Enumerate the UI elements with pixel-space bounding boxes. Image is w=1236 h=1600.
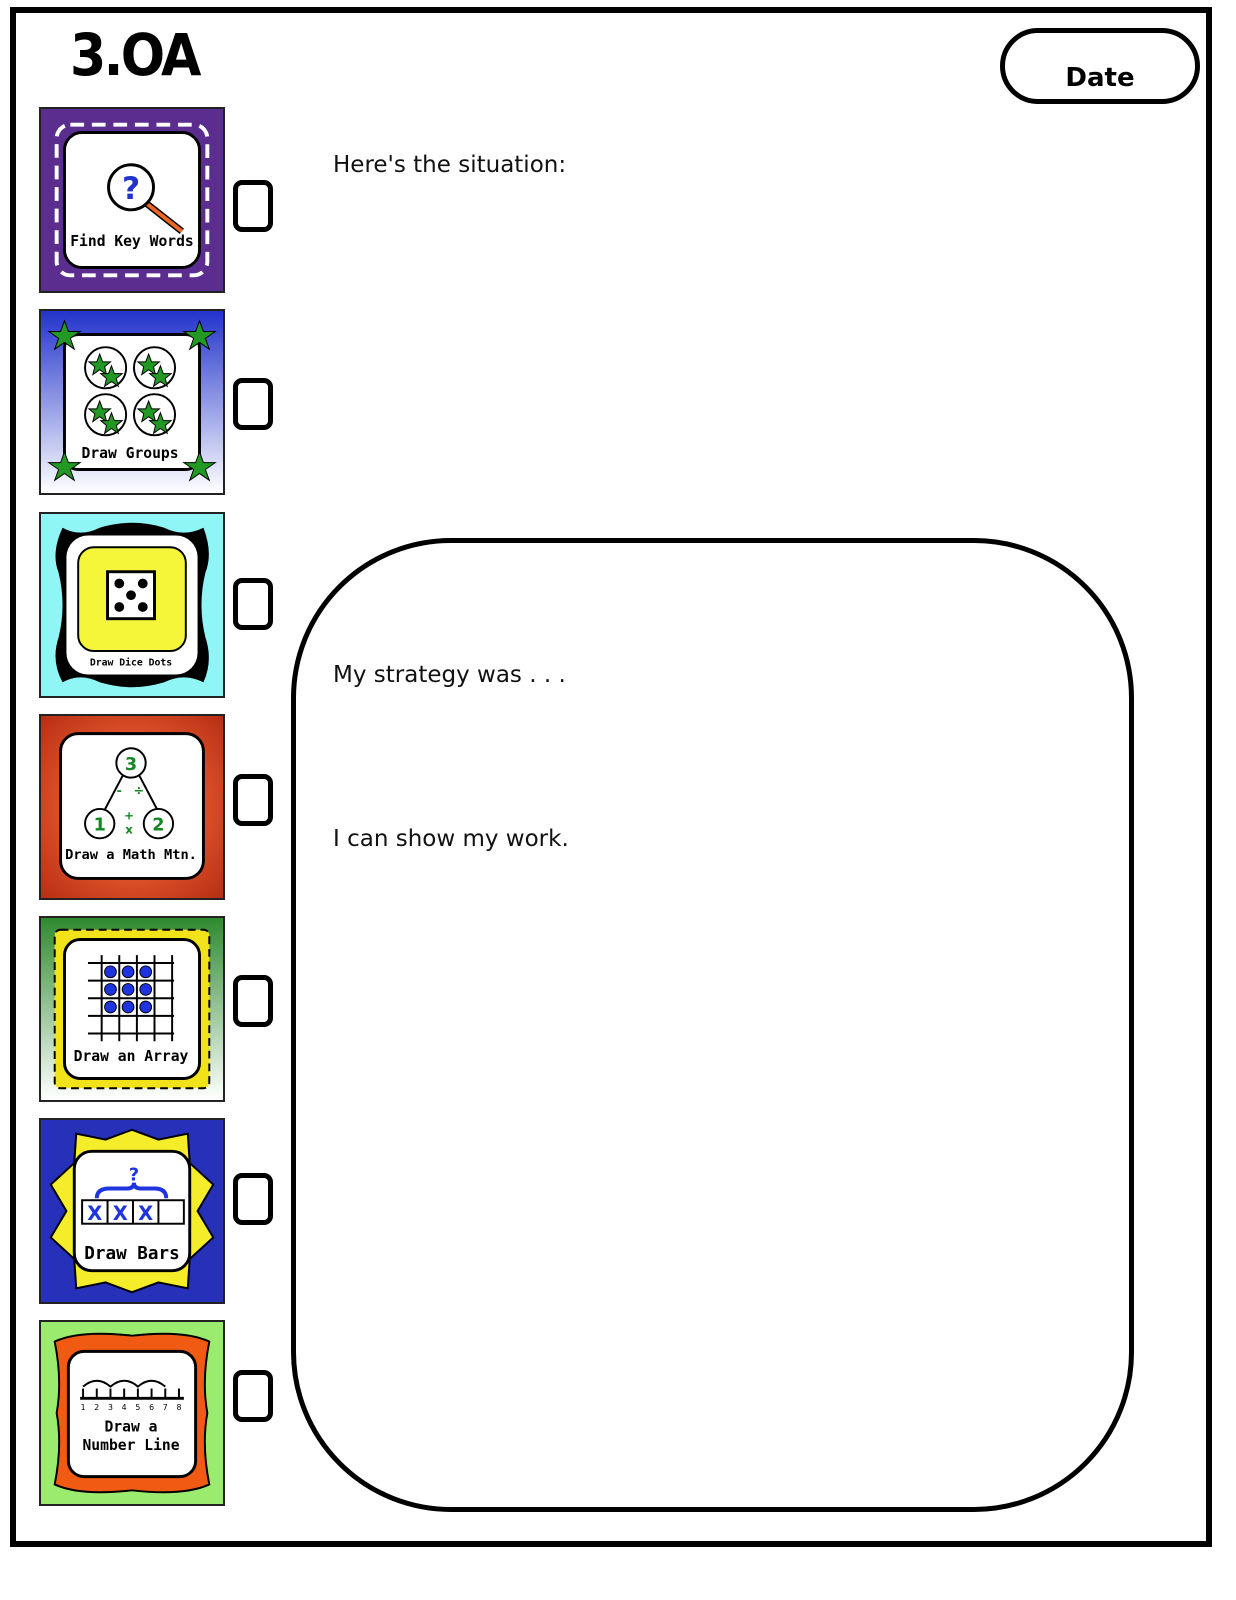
- checkbox-draw-math-mountain[interactable]: [233, 774, 273, 826]
- math-mountain-icon: 3 1 2 - ÷ + x: [84, 747, 175, 840]
- svg-text:+: +: [124, 809, 134, 823]
- strategy-card-draw-groups: Draw Groups: [39, 309, 225, 495]
- show-work-prompt: I can show my work.: [333, 826, 569, 852]
- number-line-icon: 1 2 3 4 5 6 7 8: [80, 1379, 184, 1412]
- svg-text:1: 1: [94, 815, 106, 835]
- card-label-line2: Number Line: [82, 1437, 179, 1454]
- strategy-card-draw-dice-dots: Draw Dice Dots: [39, 512, 225, 698]
- svg-text:5: 5: [135, 1403, 140, 1412]
- checkbox-draw-dice-dots[interactable]: [233, 578, 273, 630]
- checkbox-draw-number-line[interactable]: [233, 1370, 273, 1422]
- svg-text:6: 6: [149, 1403, 154, 1412]
- svg-text:?: ?: [122, 171, 140, 207]
- page-title: 3.OA: [70, 21, 201, 89]
- svg-text:X: X: [113, 1202, 128, 1225]
- svg-text:X: X: [87, 1202, 102, 1225]
- svg-text:4: 4: [122, 1403, 127, 1412]
- strategy-prompt: My strategy was . . .: [333, 662, 566, 688]
- situation-prompt: Here's the situation:: [333, 152, 567, 178]
- svg-text:2: 2: [152, 815, 164, 835]
- card-label: Draw an Array: [74, 1048, 189, 1065]
- magnifier-question-icon: ?: [107, 163, 185, 235]
- svg-text:-: -: [117, 782, 122, 797]
- svg-text:1: 1: [81, 1403, 86, 1412]
- star-groups-icon: [47, 319, 217, 482]
- strategy-card-find-key-words: ? Find Key Words: [39, 107, 225, 293]
- date-field[interactable]: Date: [1000, 28, 1200, 104]
- svg-text:X: X: [138, 1202, 153, 1225]
- svg-text:2: 2: [94, 1403, 99, 1412]
- strategy-card-draw-bars: ? X X X Draw Bars: [39, 1118, 225, 1304]
- card-label: Find Key Words: [70, 233, 194, 250]
- card-label: Draw Bars: [84, 1244, 179, 1264]
- svg-text:7: 7: [163, 1403, 168, 1412]
- card-label-line1: Draw a: [105, 1419, 158, 1436]
- work-area[interactable]: [291, 538, 1134, 1512]
- checkbox-draw-bars[interactable]: [233, 1173, 273, 1225]
- array-grid-icon: [87, 955, 175, 1042]
- page-frame: [10, 7, 1212, 1547]
- date-label: Date: [1065, 63, 1135, 93]
- svg-text:8: 8: [176, 1403, 181, 1412]
- checkbox-draw-an-array[interactable]: [233, 975, 273, 1027]
- svg-text:3: 3: [108, 1403, 113, 1412]
- card-label: Draw a Math Mtn.: [65, 847, 197, 863]
- svg-text:?: ?: [129, 1166, 139, 1186]
- bar-model-icon: ? X X X: [81, 1166, 185, 1225]
- strategy-card-draw-an-array: Draw an Array: [39, 916, 225, 1102]
- strategy-card-draw-number-line: 1 2 3 4 5 6 7 8 Draw a Number Line: [39, 1320, 225, 1506]
- svg-text:3: 3: [125, 755, 137, 775]
- card-label: Draw Groups: [82, 445, 179, 462]
- card-label: Draw Dice Dots: [90, 657, 172, 669]
- svg-text:÷: ÷: [134, 782, 145, 797]
- checkbox-find-key-words[interactable]: [233, 180, 273, 232]
- strategy-card-draw-math-mountain: 3 1 2 - ÷ + x Draw a Math Mtn.: [39, 714, 225, 900]
- dice-icon: [106, 570, 156, 621]
- svg-text:x: x: [125, 822, 133, 836]
- checkbox-draw-groups[interactable]: [233, 378, 273, 430]
